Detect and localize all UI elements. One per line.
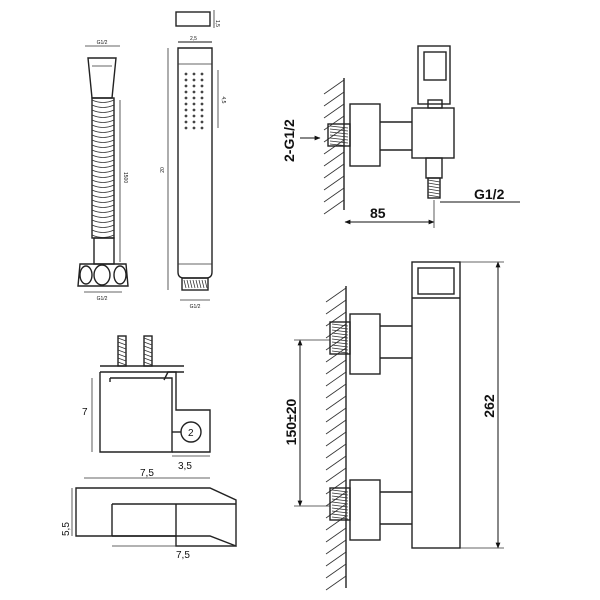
holder-depth-dim: 3,5	[178, 461, 192, 472]
wall-mixer-drawing: 150±20 262	[283, 261, 504, 591]
hose-ribbing	[91, 99, 115, 238]
outlet-thread	[427, 179, 441, 198]
mixer-height-dim: 262	[481, 394, 497, 418]
handshower-length-dim: 20	[160, 167, 166, 173]
handshower-bottom-label: G1/2	[190, 304, 201, 310]
inlet-threads	[331, 323, 349, 520]
holder-height-dim: 7	[82, 407, 88, 418]
wall-hatch	[323, 79, 345, 215]
hose-bottom-label: G1/2	[97, 296, 108, 302]
holder-plan-width-dim: 7,5	[176, 550, 190, 561]
valve-inlet-label: 2-G1/2	[281, 119, 297, 162]
wall-hatch	[325, 287, 347, 591]
mixer-center-dim: 150±20	[283, 398, 299, 445]
connector-thread	[183, 279, 208, 289]
shower-hose-drawing: G1/2 1500 G1/2	[77, 40, 129, 302]
handshower-width-dim: 2,5	[190, 36, 197, 42]
handshower-holes-dim: 4,5	[220, 97, 226, 104]
spray-nozzles	[184, 72, 204, 130]
valve-outlet-label: G1/2	[474, 186, 505, 202]
valve-depth-dim: 85	[370, 205, 386, 221]
angle-valve-drawing: 2-G1/2 85 G1/2	[281, 45, 520, 228]
handshower-end-dim: 1,5	[214, 20, 220, 27]
inlet-thread	[329, 125, 349, 147]
holder-plan-height-dim: 5,5	[61, 522, 72, 536]
wall-holder-drawing: 2 7 3,5 7,5 5,5 7,5	[61, 335, 237, 561]
screw-threads	[117, 337, 153, 366]
holder-hole-dim: 2	[188, 428, 194, 439]
hand-shower-drawing: 1,5 2,5 20 4,5 G1/2	[160, 10, 226, 310]
hose-length-label: 1500	[122, 172, 128, 183]
hose-top-label: G1/2	[97, 40, 108, 46]
holder-width-dim: 7,5	[140, 468, 154, 479]
